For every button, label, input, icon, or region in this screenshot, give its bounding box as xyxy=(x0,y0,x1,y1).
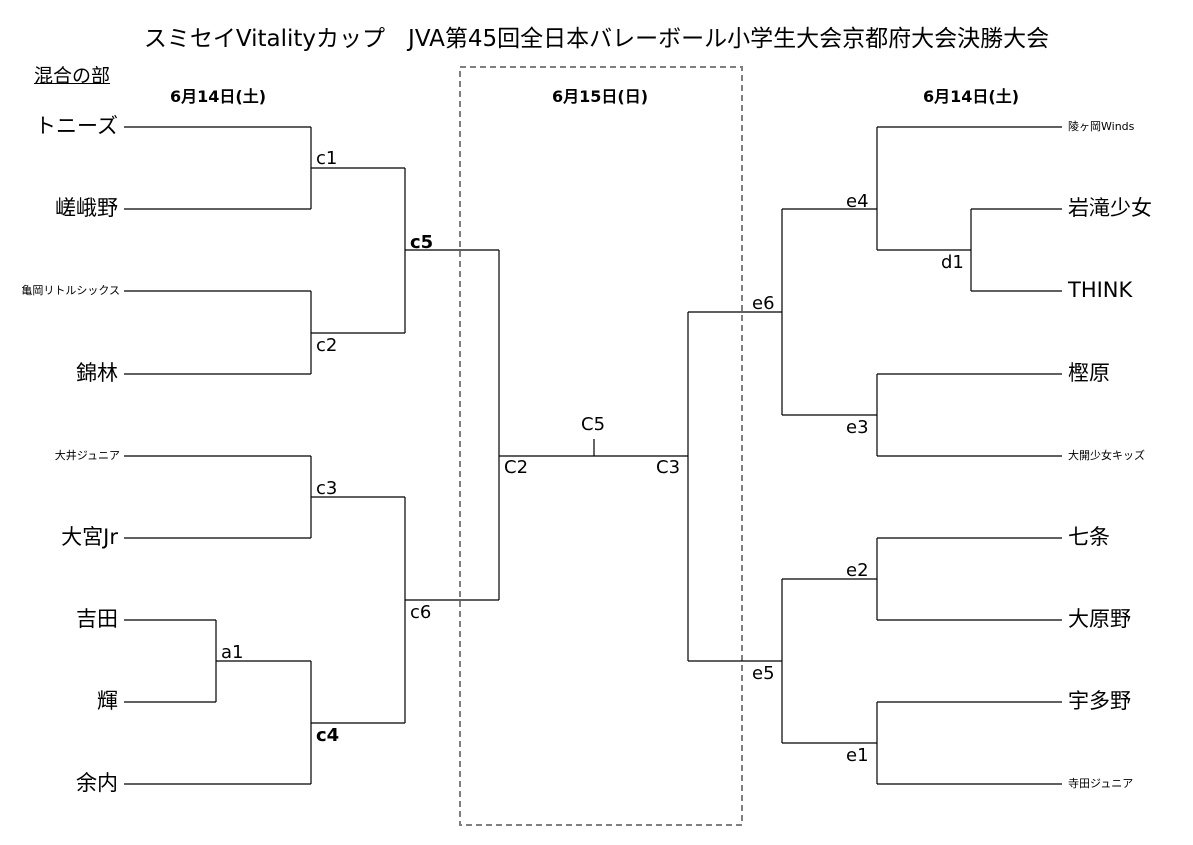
match-label-a1: a1 xyxy=(221,642,244,663)
match-label-e6: e6 xyxy=(752,293,775,314)
match-label-e3: e3 xyxy=(846,417,869,438)
left-team-1: トニーズ xyxy=(35,114,118,138)
right-team-7: 大原野 xyxy=(1068,607,1131,631)
left-team-5: 大井ジュニア xyxy=(54,449,120,462)
left-team-4: 錦林 xyxy=(76,361,118,385)
right-team-3: THINK xyxy=(1068,278,1133,302)
match-label-c1: c1 xyxy=(316,148,338,169)
right-team-1: 陵ヶ岡Winds xyxy=(1068,120,1135,133)
match-label-d1: d1 xyxy=(941,252,964,273)
date-left: 6月14日(土) xyxy=(169,87,267,106)
match-label-C2: C2 xyxy=(504,457,529,478)
left-team-3: 亀岡リトルシックス xyxy=(21,284,120,297)
division-label: 混合の部 xyxy=(34,65,111,87)
left-team-7: 吉田 xyxy=(76,607,118,631)
date-right: 6月14日(土) xyxy=(922,87,1020,106)
match-label-c6: c6 xyxy=(410,602,432,623)
right-team-5: 大開少女キッズ xyxy=(1068,449,1145,462)
match-label-c3: c3 xyxy=(316,478,338,499)
right-team-6: 七条 xyxy=(1068,525,1110,549)
match-label-C5: C5 xyxy=(581,414,606,435)
left-team-2: 嵯峨野 xyxy=(55,196,118,220)
right-team-4: 樫原 xyxy=(1068,361,1110,385)
match-label-c5: c5 xyxy=(410,232,434,253)
match-label-C3: C3 xyxy=(656,457,681,478)
left-team-6: 大宮Jr xyxy=(61,525,118,549)
center-day-frame xyxy=(459,66,743,826)
left-team-9: 余内 xyxy=(76,771,118,795)
match-label-c2: c2 xyxy=(316,335,338,356)
date-center: 6月15日(日) xyxy=(551,87,649,106)
page-title: スミセイVitalityカップ JVA第45回全日本バレーボール小学生大会京都府… xyxy=(143,26,1050,52)
right-team-2: 岩滝少女 xyxy=(1068,196,1152,220)
match-label-e5: e5 xyxy=(752,663,775,684)
match-label-e4: e4 xyxy=(846,191,869,212)
left-team-8: 輝 xyxy=(97,689,118,713)
match-label-e2: e2 xyxy=(846,560,869,581)
match-label-c4: c4 xyxy=(316,725,340,746)
right-team-9: 寺田ジュニア xyxy=(1068,777,1134,790)
match-label-e1: e1 xyxy=(846,745,869,766)
right-team-8: 宇多野 xyxy=(1068,689,1131,713)
